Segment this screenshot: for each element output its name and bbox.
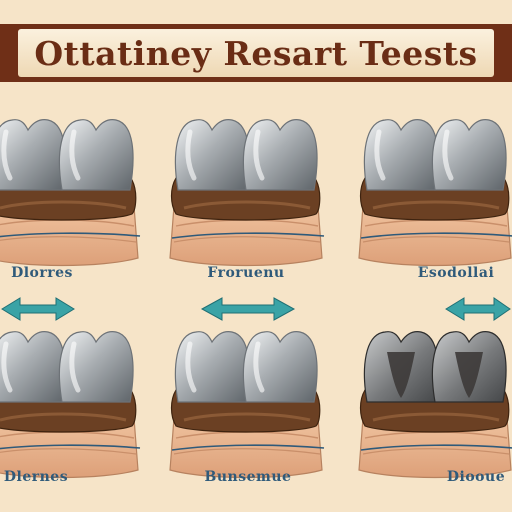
title-banner: Ottatiney Resart Teests: [0, 24, 512, 82]
tooth-icon: [242, 331, 318, 403]
tooth-panel-bottom-left: [0, 330, 152, 500]
double-arrow-icon: [200, 297, 296, 321]
double-arrow-icon: [1, 297, 75, 321]
label-bottom-left: Dlernes: [3, 469, 69, 485]
label-bottom-center: Bunsemue: [204, 469, 292, 485]
title-plate: Ottatiney Resart Teests: [18, 29, 494, 77]
tooth-panel-bottom-right: [345, 330, 512, 500]
tooth-panel-top-center: [156, 118, 336, 288]
tooth-icon: [0, 331, 66, 403]
tooth-panel-top-right: [345, 118, 512, 288]
tooth-panel-top-left: [0, 118, 152, 288]
label-bottom-right: Diooue: [446, 469, 506, 485]
tooth-icon: [431, 331, 507, 403]
diagram-title: Ottatiney Resart Teests: [34, 33, 478, 73]
label-top-right: Esodollai: [417, 265, 495, 281]
tooth-icon: [363, 331, 439, 403]
label-top-center: Froruenu: [207, 265, 285, 281]
tooth-icon: [0, 119, 66, 191]
tooth-icon: [431, 119, 507, 191]
tooth-icon: [174, 119, 250, 191]
label-top-left: Dlorres: [11, 265, 73, 281]
tooth-icon: [363, 119, 439, 191]
tooth-icon: [58, 119, 134, 191]
tooth-icon: [58, 331, 134, 403]
tooth-icon: [174, 331, 250, 403]
tooth-icon: [242, 119, 318, 191]
tooth-panel-bottom-center: [156, 330, 336, 500]
double-arrow-icon: [445, 297, 511, 321]
